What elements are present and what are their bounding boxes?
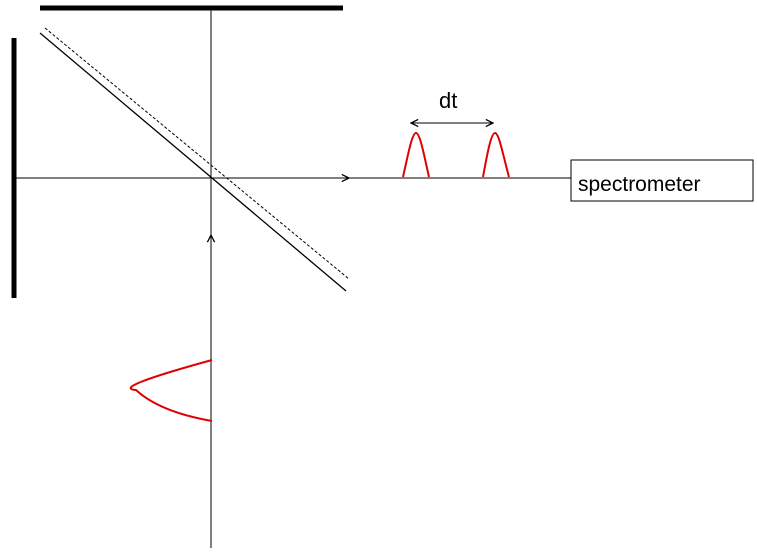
delay-label: dt	[439, 88, 457, 113]
beamsplitter-dashed	[44, 27, 350, 280]
output-pulse-1	[402, 131, 430, 178]
spectrometer-label: spectrometer	[578, 173, 701, 196]
input-pulse	[129, 359, 213, 422]
spectrometer-box	[570, 159, 754, 202]
beamsplitter	[39, 32, 347, 292]
output-pulse-2	[482, 131, 510, 178]
